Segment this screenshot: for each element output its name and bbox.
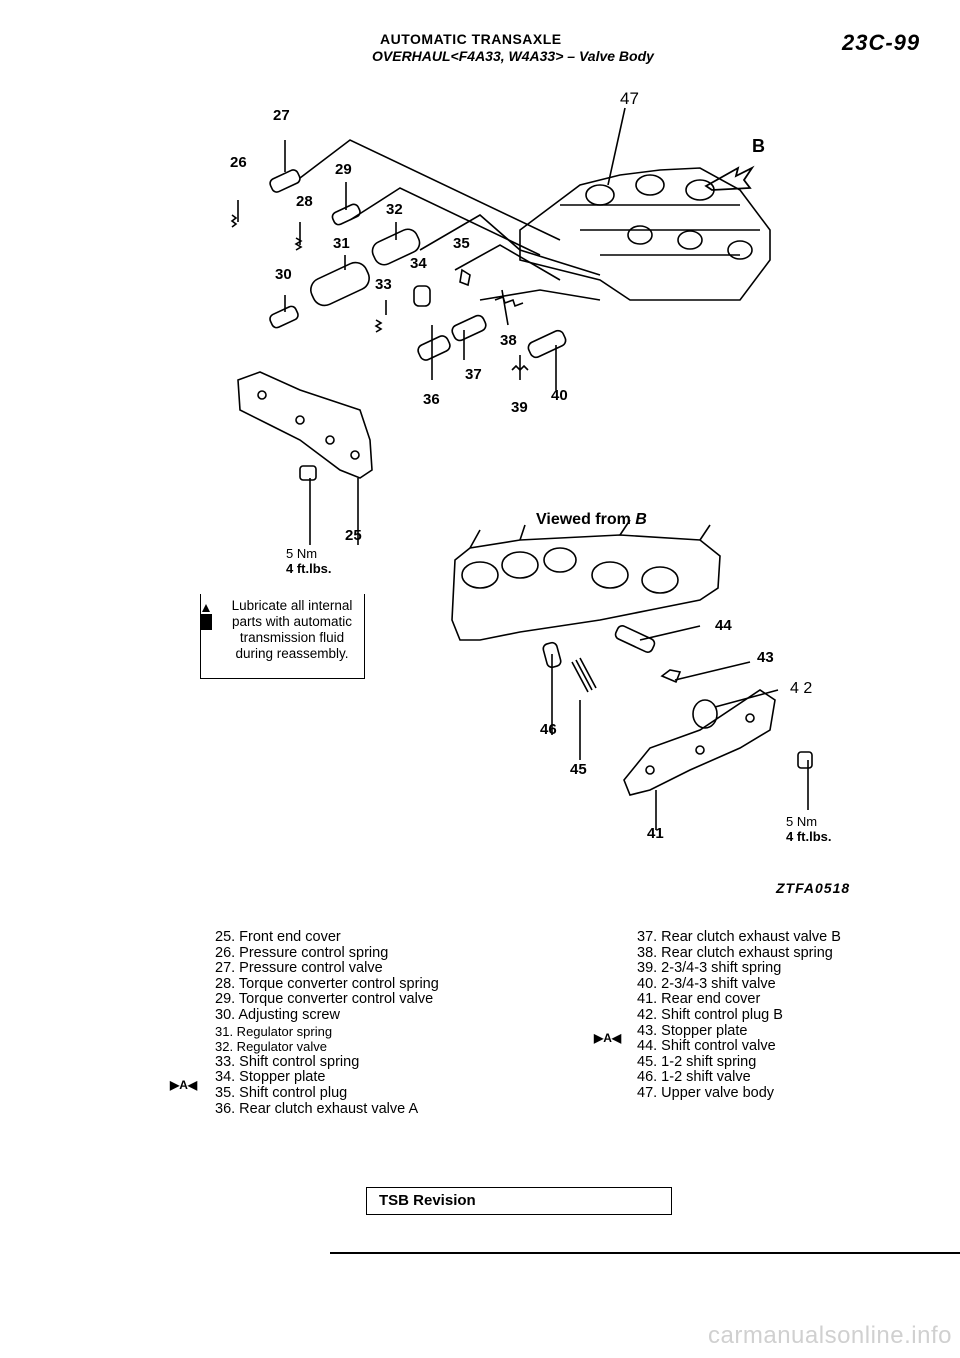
legend-item-27: 27. Pressure control valve bbox=[215, 960, 383, 977]
callout-28: 28 bbox=[296, 193, 313, 210]
callout-46: 46 bbox=[540, 721, 557, 738]
torque-left-ftlbs: 4 ft.lbs. bbox=[286, 561, 332, 576]
section-title: AUTOMATIC TRANSAXLE bbox=[380, 31, 562, 47]
legend-item-43: 43. Stopper plate bbox=[637, 1022, 748, 1039]
callout-29: 29 bbox=[335, 161, 352, 178]
callout-30: 30 bbox=[275, 266, 292, 283]
figure-code: ZTFA0518 bbox=[776, 880, 851, 896]
callout-37: 37 bbox=[465, 366, 482, 383]
lubricate-line-4: during reassembly. bbox=[235, 646, 349, 661]
marker-a-43: ▶A◀ bbox=[594, 1031, 622, 1045]
tsb-revision-box: TSB Revision bbox=[366, 1187, 672, 1215]
valve-body-exploded-diagram bbox=[230, 107, 813, 830]
callout-32: 32 bbox=[386, 201, 403, 218]
legend-item-41: 41. Rear end cover bbox=[637, 991, 761, 1008]
callout-25: 25 bbox=[345, 527, 362, 544]
callout-44: 44 bbox=[715, 617, 732, 634]
tsb-revision-label: TSB Revision bbox=[379, 1192, 476, 1209]
callout-43: 43 bbox=[757, 649, 774, 666]
legend-item-25: 25. Front end cover bbox=[215, 929, 341, 945]
callout-45: 45 bbox=[570, 761, 587, 778]
viewed-from-label: Viewed from B bbox=[536, 511, 647, 529]
legend-item-37: 37. Rear clutch exhaust valve B bbox=[637, 929, 841, 945]
legend-item-28: 28. Torque converter control spring bbox=[215, 975, 439, 992]
legend-item-32: 32. Regulator valve bbox=[215, 1039, 328, 1055]
oil-can-icon bbox=[200, 604, 212, 630]
legend-item-30: 30. Adjusting screw bbox=[215, 1006, 340, 1023]
legend-item-42: 42. Shift control plug B bbox=[637, 1006, 783, 1023]
legend-item-29: 29. Torque converter control valve bbox=[215, 991, 434, 1008]
callout-b: B bbox=[752, 136, 765, 156]
legend-item-33: 33. Shift control spring bbox=[215, 1053, 360, 1070]
callout-34: 34 bbox=[410, 255, 427, 272]
legend-item-36: 36. Rear clutch exhaust valve A bbox=[215, 1100, 419, 1117]
watermark: carmanualsonline.info bbox=[708, 1322, 952, 1349]
lubricate-note-text: Lubricate all internal parts with automa… bbox=[217, 598, 367, 662]
page-subtitle: OVERHAUL<F4A33, W4A33> – Valve Body bbox=[372, 48, 654, 64]
legend-item-44: 44. Shift control valve bbox=[637, 1038, 776, 1055]
callout-39: 39 bbox=[511, 399, 528, 416]
callout-33: 33 bbox=[375, 276, 392, 293]
legend-item-45: 45. 1-2 shift spring bbox=[637, 1053, 757, 1070]
callout-42: 4 2 bbox=[790, 680, 813, 697]
callout-40: 40 bbox=[551, 387, 568, 404]
legend-item-47: 47. Upper valve body bbox=[637, 1084, 775, 1101]
callout-27: 27 bbox=[273, 107, 290, 124]
marker-a-34: ▶A◀ bbox=[170, 1078, 198, 1092]
torque-right-nm: 5 Nm bbox=[786, 814, 818, 829]
lubricate-line-3: transmission fluid bbox=[239, 630, 345, 645]
callout-26: 26 bbox=[230, 154, 247, 171]
torque-spec-right: 5 Nm 4 ft.lbs. bbox=[786, 814, 832, 844]
callout-41: 41 bbox=[647, 825, 664, 842]
torque-left-nm: 5 Nm bbox=[286, 546, 318, 561]
legend-item-38: 38. Rear clutch exhaust spring bbox=[637, 944, 833, 961]
callout-36: 36 bbox=[423, 391, 440, 408]
legend-item-46: 46. 1-2 shift valve bbox=[637, 1069, 751, 1086]
legend-item-40: 40. 2-3/4-3 shift valve bbox=[637, 975, 776, 992]
torque-spec-left: 5 Nm 4 ft.lbs. bbox=[286, 546, 332, 576]
page-number: 23C-99 bbox=[842, 30, 921, 55]
legend-item-34: 34. Stopper plate bbox=[215, 1069, 326, 1086]
callout-38: 38 bbox=[500, 332, 517, 349]
torque-right-ftlbs: 4 ft.lbs. bbox=[786, 829, 832, 844]
legend-item-39: 39. 2-3/4-3 shift spring bbox=[637, 960, 782, 977]
legend-item-35: 35. Shift control plug bbox=[215, 1084, 348, 1101]
callout-31: 31 bbox=[333, 235, 350, 252]
viewed-from-letter: B bbox=[635, 511, 647, 528]
bottom-rule bbox=[330, 1252, 960, 1254]
callout-47: 47 bbox=[620, 89, 639, 108]
legend-item-31: 31. Regulator spring bbox=[215, 1023, 333, 1039]
lubricate-line-2: parts with automatic bbox=[231, 614, 353, 629]
viewed-from-text: Viewed from bbox=[536, 511, 631, 528]
lubricate-note: Lubricate all internal parts with automa… bbox=[200, 594, 365, 679]
legend-item-26: 26. Pressure control spring bbox=[215, 944, 389, 961]
lubricate-line-1: Lubricate all internal bbox=[231, 598, 353, 613]
parts-legend-left: 25. Front end cover 26. Pressure control… bbox=[215, 929, 439, 1117]
callout-35: 35 bbox=[453, 235, 470, 252]
parts-legend-right: 37. Rear clutch exhaust valve B 38. Rear… bbox=[637, 929, 841, 1102]
